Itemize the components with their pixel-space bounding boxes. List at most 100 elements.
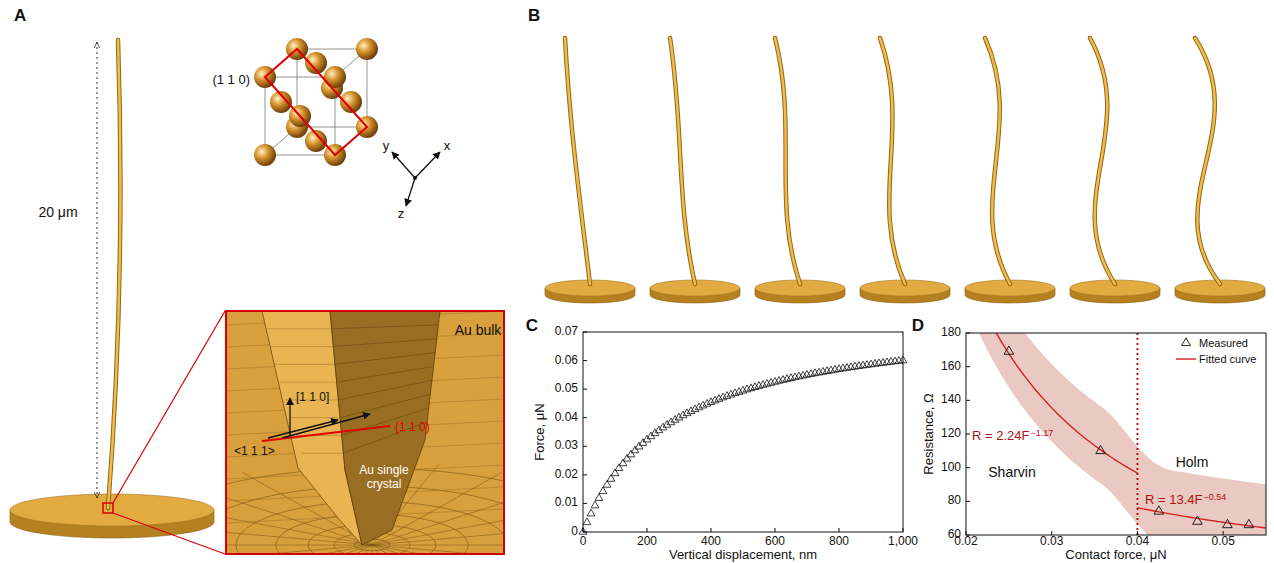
axis-name: y bbox=[383, 139, 390, 154]
buckled-wire-outline bbox=[565, 38, 590, 284]
crystal-mesh bbox=[332, 325, 439, 329]
crystal-mesh bbox=[302, 453, 343, 454]
panel-c-chart bbox=[579, 332, 907, 534]
data-marker bbox=[1096, 445, 1106, 453]
tick-label: 140 bbox=[941, 393, 961, 407]
material-label: Au bulk bbox=[455, 322, 502, 338]
panel-letter: B bbox=[528, 6, 540, 26]
data-marker bbox=[595, 494, 603, 501]
plane-label: (1 1 0) bbox=[212, 73, 250, 88]
panel-letter: C bbox=[526, 316, 538, 336]
direction-arrow bbox=[282, 414, 370, 438]
tick bbox=[583, 360, 587, 361]
buckled-wire-outline bbox=[775, 38, 800, 284]
data-marker bbox=[599, 487, 607, 494]
tick-label: 200 bbox=[637, 535, 657, 549]
zoom-leader bbox=[113, 513, 225, 554]
mesh-ray bbox=[242, 545, 372, 554]
tick bbox=[583, 389, 587, 390]
gold-atom bbox=[254, 144, 276, 166]
tick-label: 0.03 bbox=[1040, 535, 1063, 549]
tick-label: 800 bbox=[829, 535, 849, 549]
tick bbox=[966, 333, 970, 334]
plane-label: (1 1 0) bbox=[395, 421, 430, 435]
buckled-wire bbox=[1090, 38, 1115, 284]
axis-arrow bbox=[392, 152, 415, 178]
nanowire-outline bbox=[108, 40, 120, 508]
axis-arrow bbox=[406, 178, 415, 206]
tick-label: 0.04 bbox=[555, 411, 578, 425]
data-marker bbox=[899, 356, 907, 363]
direction-label: [1 1 0] bbox=[296, 391, 329, 405]
tick bbox=[583, 446, 587, 447]
mesh-ray bbox=[305, 545, 372, 554]
axis-title: Contact force, μN bbox=[1065, 548, 1166, 563]
mesh-ray bbox=[226, 545, 372, 554]
tick bbox=[647, 528, 648, 532]
data-marker bbox=[583, 518, 591, 525]
direction-label: <1 1 1> bbox=[234, 445, 275, 459]
legend-line-sample bbox=[1176, 358, 1196, 359]
axis-origin bbox=[413, 176, 417, 180]
legend-marker-sample bbox=[1182, 338, 1191, 346]
mesh-ray bbox=[372, 545, 504, 554]
tick-label: 0.05 bbox=[555, 382, 578, 396]
mesh-ray bbox=[372, 545, 439, 554]
panel-letter: D bbox=[912, 316, 924, 336]
data-marker bbox=[675, 413, 683, 420]
data-marker bbox=[1193, 516, 1203, 524]
buckled-wire bbox=[775, 38, 800, 284]
axis-name: z bbox=[398, 207, 405, 222]
tick-label: 0.01 bbox=[555, 497, 578, 511]
panel-b-art bbox=[545, 38, 1265, 303]
mesh-ray bbox=[372, 545, 373, 554]
data-marker bbox=[671, 416, 679, 423]
miller-plane bbox=[265, 49, 367, 155]
buckled-wire-outline bbox=[670, 38, 695, 284]
mesh-ray bbox=[372, 545, 502, 554]
regime-label: Sharvin bbox=[988, 464, 1035, 480]
cell-edge bbox=[367, 49, 368, 127]
plot-frame bbox=[583, 332, 903, 532]
tick bbox=[583, 474, 587, 475]
gold-atom bbox=[356, 38, 378, 60]
material-label: Au single crystal bbox=[353, 464, 415, 492]
buckled-wire-outline bbox=[1195, 38, 1220, 284]
data-marker bbox=[623, 454, 631, 461]
nanowire bbox=[108, 40, 120, 508]
mesh-ray bbox=[372, 545, 504, 554]
mesh-ray bbox=[226, 545, 372, 546]
tick bbox=[711, 528, 712, 532]
bulk-surface bbox=[226, 311, 504, 554]
data-marker bbox=[615, 464, 623, 471]
regime-label: Holm bbox=[1176, 454, 1209, 470]
fit-equation: R = 2.24F bbox=[972, 429, 1029, 444]
crystal-mesh bbox=[335, 353, 435, 365]
plot-frame bbox=[966, 333, 1266, 535]
data-marker bbox=[667, 418, 675, 425]
axis-arrow bbox=[415, 152, 440, 178]
tick-label: 0.02 bbox=[954, 535, 977, 549]
tick bbox=[966, 501, 970, 502]
tick-label: 0.05 bbox=[1211, 535, 1234, 549]
tick-label: 0.03 bbox=[555, 439, 578, 453]
buckled-wire-outline bbox=[880, 38, 905, 284]
panel-d-chart bbox=[966, 246, 1274, 563]
buckled-wire-outline bbox=[1090, 38, 1115, 284]
tick bbox=[583, 503, 587, 504]
crystal-mesh bbox=[340, 394, 430, 417]
data-marker bbox=[1004, 346, 1014, 354]
direction-arrow bbox=[268, 420, 338, 438]
tick-label: 180 bbox=[941, 326, 961, 340]
buckled-wire bbox=[880, 38, 905, 284]
tick bbox=[966, 467, 970, 468]
buckled-wire-outline bbox=[985, 38, 1010, 284]
tick-label: 0.06 bbox=[555, 354, 578, 368]
mesh-ray bbox=[226, 545, 372, 554]
buckled-wire bbox=[1195, 38, 1220, 284]
axis-name: x bbox=[444, 139, 451, 154]
panel-letter: A bbox=[14, 6, 26, 26]
tick-label: 160 bbox=[941, 360, 961, 374]
tick bbox=[966, 366, 970, 367]
tick-label: 120 bbox=[941, 427, 961, 441]
